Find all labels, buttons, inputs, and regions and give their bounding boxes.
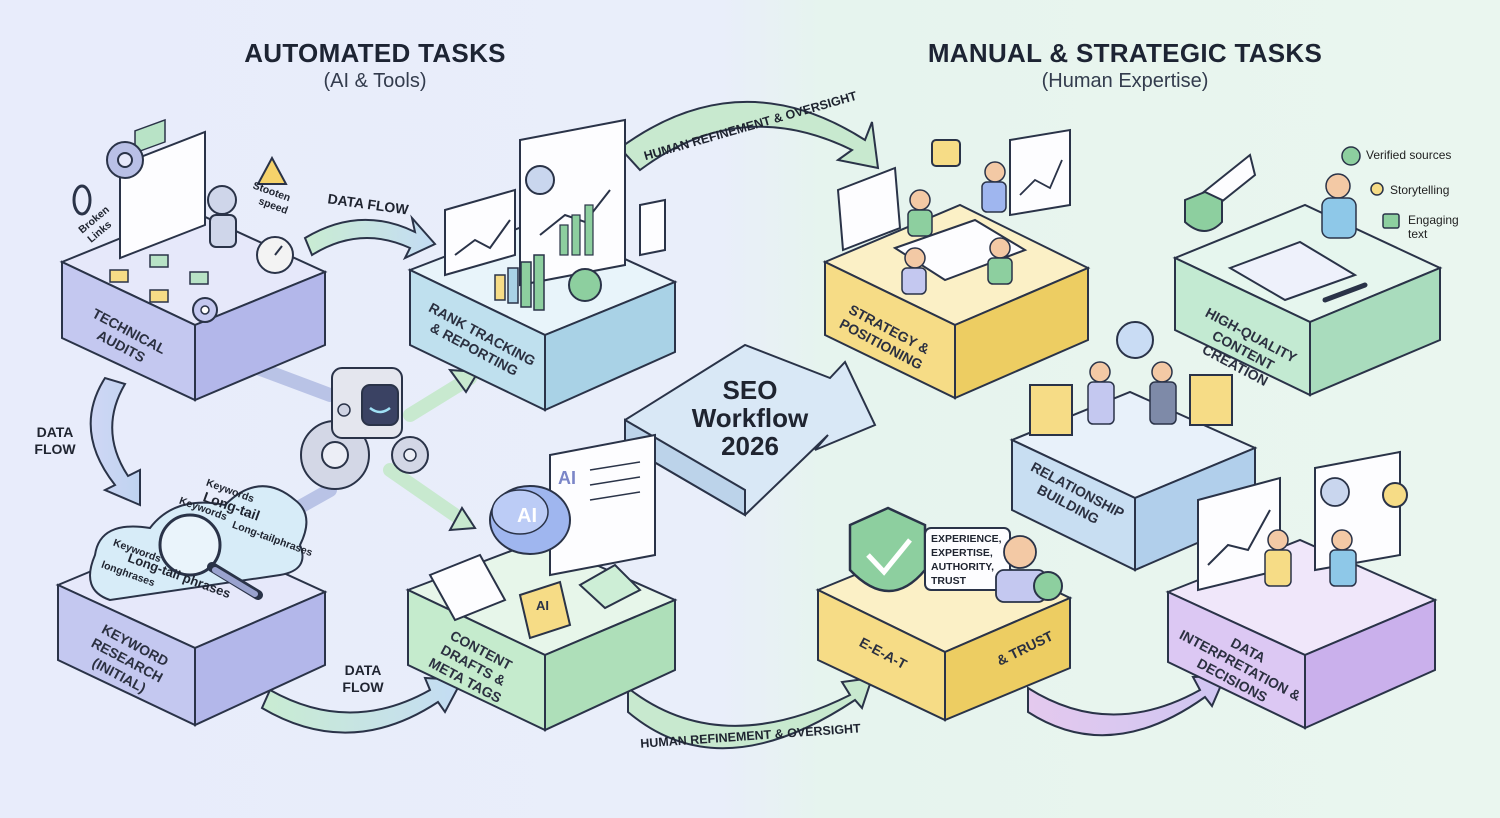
tile-content-drafts xyxy=(405,433,678,732)
manual-tasks-title: MANUAL & STRATEGIC TASKS xyxy=(927,38,1323,68)
eeat-bubble-l1: EXPERIENCE, xyxy=(931,533,1002,545)
oversight-top-arrow xyxy=(618,100,880,172)
ai-brain-label: AI xyxy=(517,505,537,527)
center-title-line3: 2026 xyxy=(721,431,779,461)
label-data-flow-left-2: FLOW xyxy=(34,441,76,457)
tile-keyword-research xyxy=(55,485,328,727)
label-data-flow-left-1: DATA xyxy=(36,424,74,440)
tile-strategy xyxy=(822,128,1091,400)
storytelling-text: Storytelling xyxy=(1390,183,1450,197)
oversight-bottom-arrow xyxy=(627,676,874,750)
tile-content-creation xyxy=(1172,146,1443,397)
tile-eeat xyxy=(815,506,1073,722)
center-title-line2: Workflow xyxy=(691,403,809,433)
label-data-flow-bottom-1: DATA xyxy=(344,662,382,678)
data-flow-bottom-arrow xyxy=(260,676,464,734)
eeat-bubble-l3: AUTHORITY, xyxy=(931,561,994,573)
eeat-bubble-l4: TRUST xyxy=(931,575,966,587)
robot-hub xyxy=(300,367,429,490)
center-title-line1: SEO xyxy=(722,375,778,405)
automated-tasks-title: AUTOMATED TASKS xyxy=(244,38,506,68)
tile-data-interpretation xyxy=(1165,450,1438,730)
automated-tasks-subtitle: (AI & Tools) xyxy=(323,70,427,92)
tile-relationship xyxy=(1009,321,1258,572)
engaging-text-1: Engaging xyxy=(1408,213,1459,227)
eeat-to-data-arrow xyxy=(1027,674,1227,737)
verified-sources-text: Verified sources xyxy=(1366,148,1452,162)
ai-page-label: AI xyxy=(558,468,576,488)
ai-tag-label: AI xyxy=(536,598,549,613)
engaging-text-2: text xyxy=(1408,227,1428,241)
manual-tasks-subtitle: (Human Expertise) xyxy=(1041,70,1209,92)
data-flow-top-arrow xyxy=(303,214,437,261)
tile-rank-tracking xyxy=(407,118,678,412)
tile-technical-audits xyxy=(59,118,328,402)
data-flow-left-arrow xyxy=(89,376,141,507)
eeat-bubble-l2: EXPERTISE, xyxy=(931,547,993,559)
label-data-flow-bottom-2: FLOW xyxy=(342,679,384,695)
